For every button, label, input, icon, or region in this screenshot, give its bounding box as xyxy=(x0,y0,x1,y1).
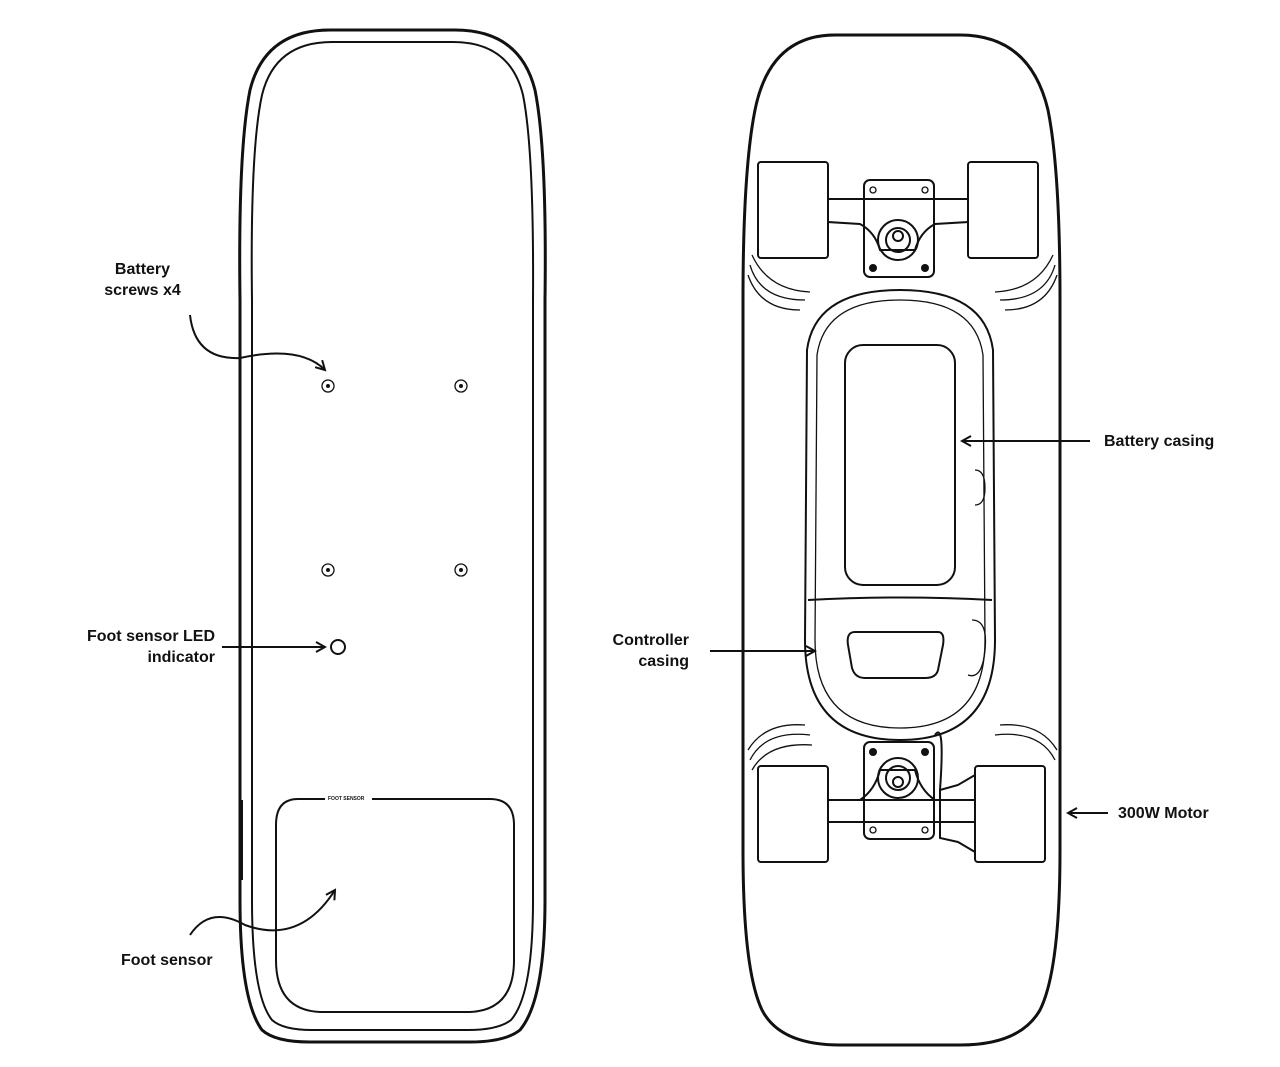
battery-casing-window xyxy=(844,344,956,586)
deck-bottom-outline xyxy=(741,33,1062,1047)
label-line: Battery xyxy=(114,261,171,278)
motor-cable xyxy=(934,731,943,791)
label-line: Foot sensor LED xyxy=(86,628,215,645)
battery-screws-arrow xyxy=(189,314,325,370)
battery-screws-label: Battery screws x4 xyxy=(90,259,195,301)
motor-housing xyxy=(939,773,976,854)
foot-sensor-deck-print: FOOT SENSOR xyxy=(326,796,367,802)
foot-sensor-led-icon xyxy=(330,639,346,655)
wheel-well-lines xyxy=(747,254,1058,771)
foot-sensor-arrow xyxy=(189,890,335,936)
label-line: casing xyxy=(638,653,689,670)
battery-screw-icon xyxy=(321,379,335,393)
foot-sensor-pad xyxy=(275,798,515,1013)
controller-casing-divider xyxy=(807,596,993,601)
battery-screw-icon xyxy=(454,563,468,577)
foot-led-label: Foot sensor LED indicator xyxy=(40,626,215,668)
motor-label: 300W Motor xyxy=(1118,805,1209,822)
rear-truck xyxy=(757,731,1046,863)
label-line: indicator xyxy=(147,649,215,666)
battery-screw-icon xyxy=(454,379,468,393)
deck-bottom-view xyxy=(710,33,1108,1047)
controller-casing-label: Controller casing xyxy=(560,630,689,672)
label-line: screws x4 xyxy=(104,282,181,299)
battery-casing xyxy=(803,288,997,742)
controller-casing-window xyxy=(846,631,945,679)
wheel xyxy=(967,161,1039,259)
baseplate xyxy=(863,179,935,278)
motor-wheel xyxy=(974,765,1046,863)
deck-inner-outline xyxy=(250,41,535,1031)
front-truck xyxy=(757,161,1039,278)
wheel xyxy=(757,765,829,863)
battery-screw-icon xyxy=(321,563,335,577)
battery-casing-label: Battery casing xyxy=(1104,433,1215,450)
deck-outline xyxy=(238,28,547,1044)
label-line: Controller xyxy=(612,632,689,649)
foot-sensor-label: Foot sensor xyxy=(121,952,213,969)
wheel xyxy=(757,161,829,259)
baseplate xyxy=(863,741,935,840)
deck-top-view xyxy=(189,28,547,1044)
